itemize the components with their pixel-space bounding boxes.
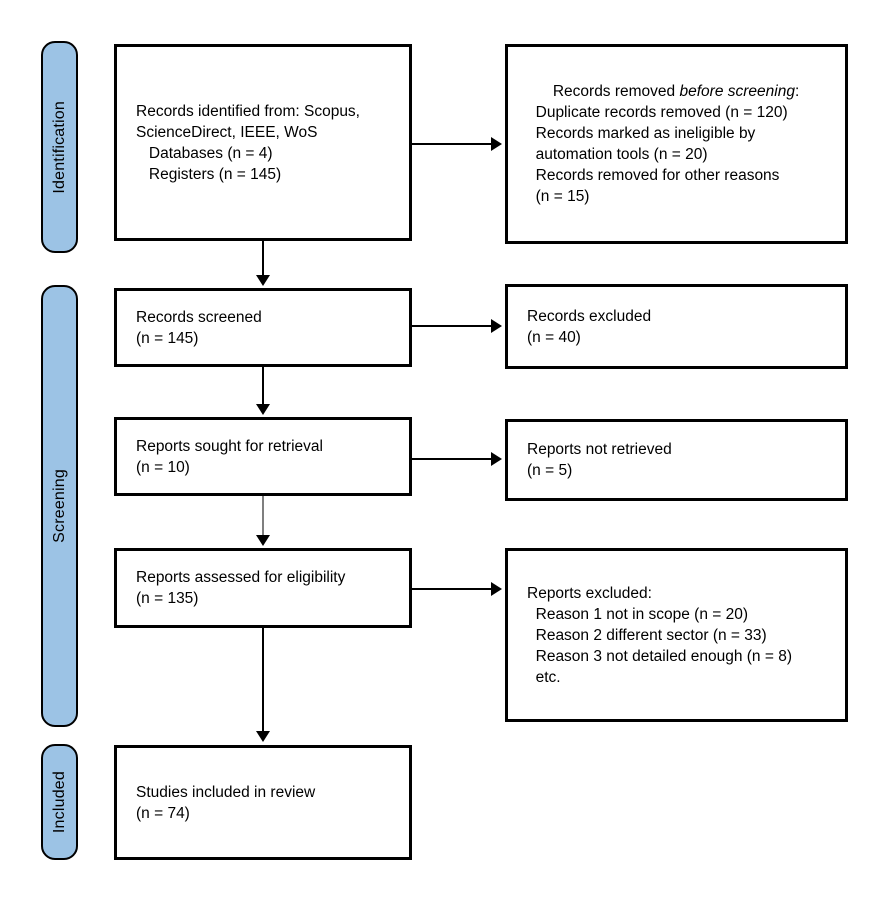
node-records-removed-text: Records removed before screening: Duplic…	[508, 60, 800, 228]
connector-screened-to-excluded-line	[412, 325, 492, 327]
connector-assessed-to-included-arrow	[256, 731, 270, 742]
connector-assessed-to-excluded-arrow	[491, 582, 502, 596]
node-records-identified: Records identified from: Scopus, Science…	[114, 44, 412, 241]
connector-assessed-to-included-line	[262, 628, 264, 732]
connector-sought-to-not-retrieved-arrow	[491, 452, 502, 466]
node-reports-assessed-text: Reports assessed for eligibility (n = 13…	[136, 569, 346, 607]
node-records-identified-text: Records identified from: Scopus, Science…	[136, 102, 360, 183]
node-reports-sought-text: Reports sought for retrieval (n = 10)	[136, 437, 323, 476]
records-removed-rest: Duplicate records removed (n = 120) Reco…	[535, 104, 788, 205]
stage-label-screening: Screening	[41, 285, 78, 727]
node-records-removed-before-screening: Records removed before screening: Duplic…	[505, 44, 848, 244]
node-records-screened: Records screened (n = 145)	[114, 288, 412, 367]
connector-identified-to-screened-arrow	[256, 275, 270, 286]
connector-identified-to-removed-arrow	[491, 137, 502, 151]
node-reports-not-retrieved: Reports not retrieved (n = 5)	[505, 419, 848, 501]
connector-screened-to-excluded-arrow	[491, 319, 502, 333]
node-studies-included-in-review: Studies included in review (n = 74)	[114, 745, 412, 860]
node-studies-included-text: Studies included in review (n = 74)	[136, 783, 316, 822]
stage-label-included: Included	[41, 744, 78, 860]
records-removed-line1-pre: Records removed	[552, 83, 680, 100]
node-records-screened-text: Records screened (n = 145)	[136, 308, 262, 347]
stage-label-included-text: Included	[50, 770, 68, 834]
connector-sought-to-not-retrieved-line	[412, 458, 492, 460]
node-records-excluded-text: Records excluded (n = 40)	[527, 307, 652, 346]
node-records-excluded: Records excluded (n = 40)	[505, 284, 848, 369]
stage-label-screening-text: Screening	[50, 469, 68, 543]
node-reports-sought-for-retrieval: Reports sought for retrieval (n = 10)	[114, 417, 412, 496]
connector-sought-to-assessed-line	[262, 496, 264, 536]
connector-assessed-to-excluded-line	[412, 588, 492, 590]
records-removed-line1-post: :	[794, 83, 800, 100]
connector-identified-to-removed-line	[412, 143, 492, 145]
node-reports-not-retrieved-text: Reports not retrieved (n = 5)	[527, 441, 672, 479]
node-reports-assessed-for-eligibility: Reports assessed for eligibility (n = 13…	[114, 548, 412, 628]
records-removed-line1-emphasis: before screening	[679, 83, 795, 100]
node-reports-excluded: Reports excluded: Reason 1 not in scope …	[505, 548, 848, 722]
connector-identified-to-screened-line	[262, 241, 264, 277]
connector-screened-to-sought-arrow	[256, 404, 270, 415]
connector-sought-to-assessed-arrow	[256, 535, 270, 546]
stage-label-identification: Identification	[41, 41, 78, 253]
connector-screened-to-sought-line	[262, 367, 264, 406]
stage-label-identification-text: Identification	[50, 100, 68, 194]
node-reports-excluded-text: Reports excluded: Reason 1 not in scope …	[527, 584, 792, 686]
